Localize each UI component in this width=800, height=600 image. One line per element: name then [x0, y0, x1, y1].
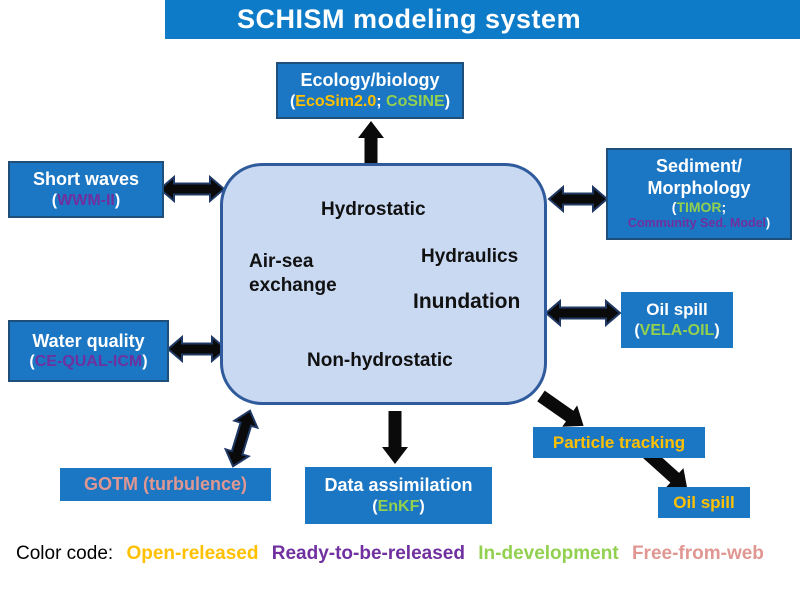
- module-oil-spill-secondary: Oil spill: [658, 487, 750, 518]
- core-label-air-sea-exchange: Air-sea exchange: [249, 251, 337, 296]
- module-water-quality: Water quality (CE-QUAL-ICM): [8, 320, 169, 382]
- module-oil-spill: Oil spill (VELA-OIL): [621, 292, 733, 348]
- legend-ready-to-be-released: Ready-to-be-released: [271, 543, 465, 564]
- paren: (: [634, 321, 640, 339]
- model-enkf: EnKF: [377, 497, 420, 515]
- legend-in-development: In-development: [478, 543, 619, 564]
- arrow-gotm: [223, 409, 260, 468]
- color-code-legend: Color code: Open-released Ready-to-be-re…: [16, 543, 764, 565]
- separator: ;: [376, 92, 387, 110]
- module-sediment-morphology: Sediment/ Morphology (TIMOR; Community S…: [606, 148, 792, 240]
- arrow-sediment: [547, 184, 609, 214]
- data-assimilation-subtitle: (EnKF): [372, 497, 424, 517]
- particle-tracking-title: Particle tracking: [552, 432, 686, 452]
- paren: (: [51, 191, 58, 209]
- core-label-inundation: Inundation: [413, 290, 521, 313]
- sediment-title-line2: Morphology: [647, 177, 751, 198]
- arrow-oil-spill: [544, 298, 622, 328]
- data-assimilation-title: Data assimilation: [324, 475, 473, 496]
- arrow-ecology: [358, 121, 384, 163]
- model-cosine: CoSINE: [386, 92, 445, 110]
- ecology-subtitle: (EcoSim2.0; CoSINE): [290, 92, 450, 112]
- paren: (: [29, 353, 35, 371]
- short-waves-title: Short waves: [32, 169, 140, 190]
- separator: ;: [721, 199, 727, 216]
- paren: ): [114, 191, 121, 209]
- model-community-sed: Community Sed. Model: [627, 216, 767, 231]
- core-label-non-hydrostatic: Non-hydrostatic: [307, 350, 453, 371]
- central-core-box: Hydrostatic Air-sea exchange Hydraulics …: [220, 163, 547, 405]
- gotm-title: GOTM (turbulence): [84, 474, 247, 495]
- oil-spill-subtitle: (VELA-OIL): [634, 321, 719, 341]
- model-timor: TIMOR: [676, 199, 722, 216]
- oil-spill-secondary-title: Oil spill: [673, 492, 735, 512]
- page-title: SCHISM modeling system: [237, 4, 582, 34]
- short-waves-subtitle: (WWM-II): [52, 191, 120, 211]
- model-cequalicm: CE-QUAL-ICM: [34, 353, 143, 371]
- legend-label: Color code:: [16, 543, 114, 564]
- model-vela-oil: VELA-OIL: [639, 321, 715, 339]
- module-particle-tracking: Particle tracking: [533, 427, 705, 458]
- module-data-assimilation: Data assimilation (EnKF): [305, 467, 492, 524]
- paren: (: [671, 199, 677, 216]
- paren: ): [419, 497, 425, 515]
- paren: ): [444, 92, 451, 110]
- title-bar: SCHISM modeling system: [165, 0, 800, 39]
- module-short-waves: Short waves (WWM-II): [8, 161, 164, 218]
- paren: ): [766, 216, 771, 231]
- oil-spill-title: Oil spill: [646, 300, 708, 320]
- water-quality-subtitle: (CE-QUAL-ICM): [29, 352, 147, 372]
- sediment-subtitle-2: Community Sed. Model): [628, 216, 770, 232]
- module-ecology-biology: Ecology/biology (EcoSim2.0; CoSINE): [276, 62, 464, 119]
- sediment-subtitle-1: (TIMOR;: [672, 199, 726, 216]
- core-label-hydrostatic: Hydrostatic: [321, 199, 426, 220]
- arrow-data-assimilation: [382, 411, 408, 464]
- arrow-water-quality: [166, 334, 228, 364]
- model-wwm: WWM-II: [57, 191, 115, 209]
- core-label-hydraulics: Hydraulics: [421, 246, 519, 267]
- paren: ): [142, 353, 148, 371]
- paren: (: [289, 92, 296, 110]
- model-ecosim: EcoSim2.0: [295, 92, 377, 110]
- sediment-title-line1: Sediment/: [655, 156, 743, 177]
- paren: (: [372, 497, 378, 515]
- module-gotm-turbulence: GOTM (turbulence): [60, 468, 271, 501]
- ecology-title: Ecology/biology: [300, 70, 440, 91]
- arrow-short-waves: [158, 174, 226, 204]
- paren: ): [714, 321, 720, 339]
- water-quality-title: Water quality: [32, 330, 145, 351]
- legend-free-from-web: Free-from-web: [631, 543, 764, 564]
- legend-open-released: Open-released: [126, 543, 259, 564]
